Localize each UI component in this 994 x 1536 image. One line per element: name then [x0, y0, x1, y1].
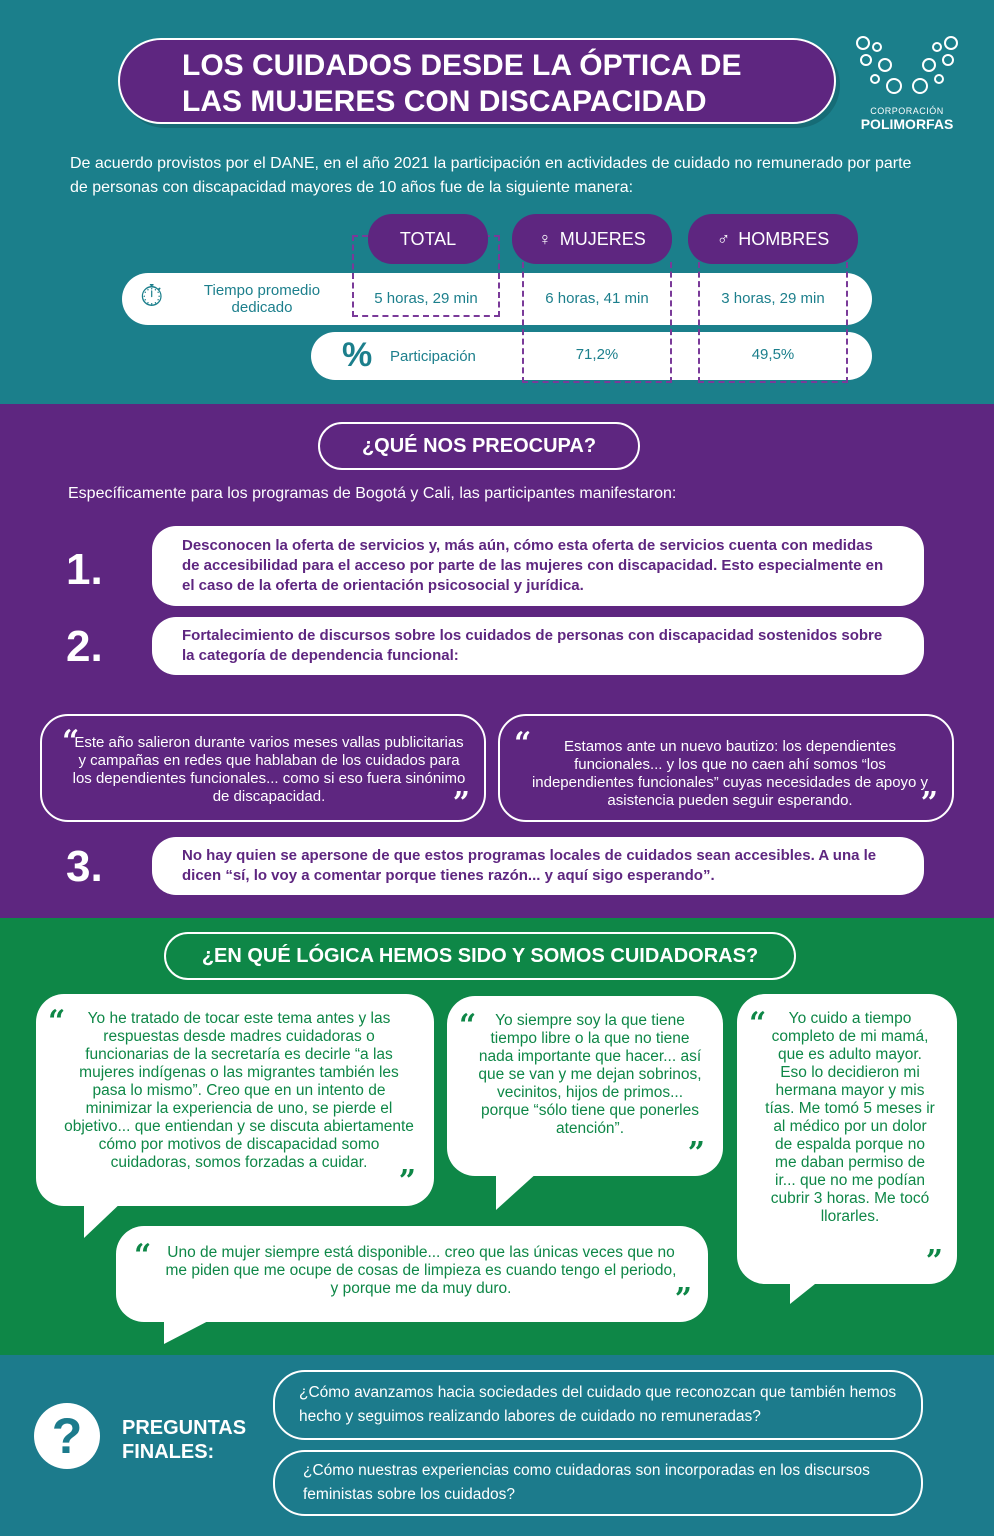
open-quote-icon: “ — [459, 1008, 477, 1043]
item-number: 1. — [66, 545, 103, 594]
quote-text: Uno de mujer siempre está disponible... … — [165, 1244, 677, 1297]
logic-quote-1: “Yo he tratado de tocar este tema antes … — [36, 994, 434, 1206]
participation-label: Participación — [390, 348, 476, 365]
woman-icon: ♀ — [538, 228, 552, 249]
concern-quote-2: “Estamos ante un nuevo bautizo: los depe… — [498, 714, 954, 822]
butterfly-logo-icon — [852, 34, 962, 106]
time-label: Tiempo promedio dedicado — [203, 282, 321, 316]
question-icon: ? — [34, 1403, 100, 1469]
time-women: 6 horas, 41 min — [545, 290, 649, 307]
concern-item-1: Desconocen la oferta de servicios y, más… — [152, 526, 924, 606]
final-heading-line: FINALES: — [122, 1441, 215, 1463]
hand-clock-icon: ⏱ — [140, 280, 164, 313]
close-quote-icon: ” — [925, 1244, 943, 1279]
quote-text: Yo he tratado de tocar este tema antes y… — [64, 1010, 414, 1171]
bubble-tail — [790, 1280, 820, 1304]
open-quote-icon: “ — [48, 1004, 66, 1039]
header-label: HOMBRES — [738, 228, 830, 249]
title-line-1: LOS CUIDADOS DESDE LA ÓPTICA DE — [182, 49, 742, 82]
logic-quote-3: “Yo cuido a tiempo completo de mi mamá, … — [737, 994, 957, 1284]
item-number: 2. — [66, 622, 103, 671]
close-quote-icon: ” — [674, 1282, 692, 1317]
concern-item-3: No hay quien se apersone de que estos pr… — [152, 837, 924, 895]
close-quote-icon: ” — [920, 786, 938, 821]
open-quote-icon: “ — [749, 1006, 767, 1041]
time-total: 5 horas, 29 min — [374, 290, 478, 307]
quote-text: Este año salieron durante varios meses v… — [72, 734, 466, 805]
bubble-tail — [164, 1318, 214, 1344]
close-quote-icon: ” — [398, 1164, 416, 1199]
man-icon: ♂ — [716, 228, 731, 249]
item-number: 3. — [66, 842, 103, 891]
logo: CORPORACIÓN POLIMORFAS — [852, 34, 962, 132]
participation-men: 49,5% — [751, 346, 795, 363]
open-quote-icon: “ — [134, 1238, 152, 1273]
logo-subtitle: CORPORACIÓN — [870, 106, 944, 116]
quote-text: Yo cuido a tiempo completo de mi mamá, q… — [765, 1010, 935, 1225]
close-quote-icon: ” — [452, 786, 470, 821]
final-question-1: ¿Cómo avanzamos hacia sociedades del cui… — [273, 1370, 923, 1440]
bubble-tail — [496, 1172, 538, 1210]
logic-heading: ¿EN QUÉ LÓGICA HEMOS SIDO Y SOMOS CUIDAD… — [164, 932, 796, 980]
percent-icon: % — [342, 336, 373, 374]
header-women: ♀ MUJERES — [512, 214, 672, 264]
header-label: TOTAL — [399, 228, 457, 249]
logic-quote-4: “ Uno de mujer siempre está disponible...… — [116, 1226, 708, 1322]
final-section — [0, 1355, 994, 1536]
concern-heading: ¿QUÉ NOS PREOCUPA? — [318, 422, 640, 470]
header-label: MUJERES — [559, 228, 646, 249]
concern-quote-1: “Este año salieron durante varios meses … — [40, 714, 486, 822]
close-quote-icon: ” — [687, 1136, 705, 1171]
participation-women: 71,2% — [575, 346, 619, 363]
final-heading-line: PREGUNTAS — [122, 1417, 247, 1439]
intro-text: De acuerdo provistos por el DANE, en el … — [70, 155, 912, 196]
concern-item-2: Fortalecimiento de discursos sobre los c… — [152, 617, 924, 675]
title-line-2: LAS MUJERES CON DISCAPACIDAD — [182, 85, 707, 118]
women-column-outline — [522, 262, 672, 383]
open-quote-icon: “ — [514, 726, 532, 761]
header-men: ♂ HOMBRES — [688, 214, 858, 264]
time-men: 3 horas, 29 min — [721, 290, 825, 307]
open-quote-icon: “ — [62, 724, 80, 759]
quote-text: Estamos ante un nuevo bautizo: los depen… — [531, 738, 929, 809]
bubble-tail — [84, 1200, 124, 1238]
men-column-outline — [698, 262, 848, 383]
header-total: TOTAL — [368, 214, 488, 264]
participation-row — [311, 332, 872, 380]
logo-name: POLIMORFAS — [860, 116, 954, 132]
quote-text: Yo siempre soy la que tiene tiempo libre… — [478, 1012, 702, 1137]
final-question-2: ¿Cómo nuestras experiencias como cuidado… — [273, 1450, 923, 1516]
concern-intro: Específicamente para los programas de Bo… — [68, 485, 677, 502]
logic-quote-2: “Yo siempre soy la que tiene tiempo libr… — [447, 996, 723, 1176]
